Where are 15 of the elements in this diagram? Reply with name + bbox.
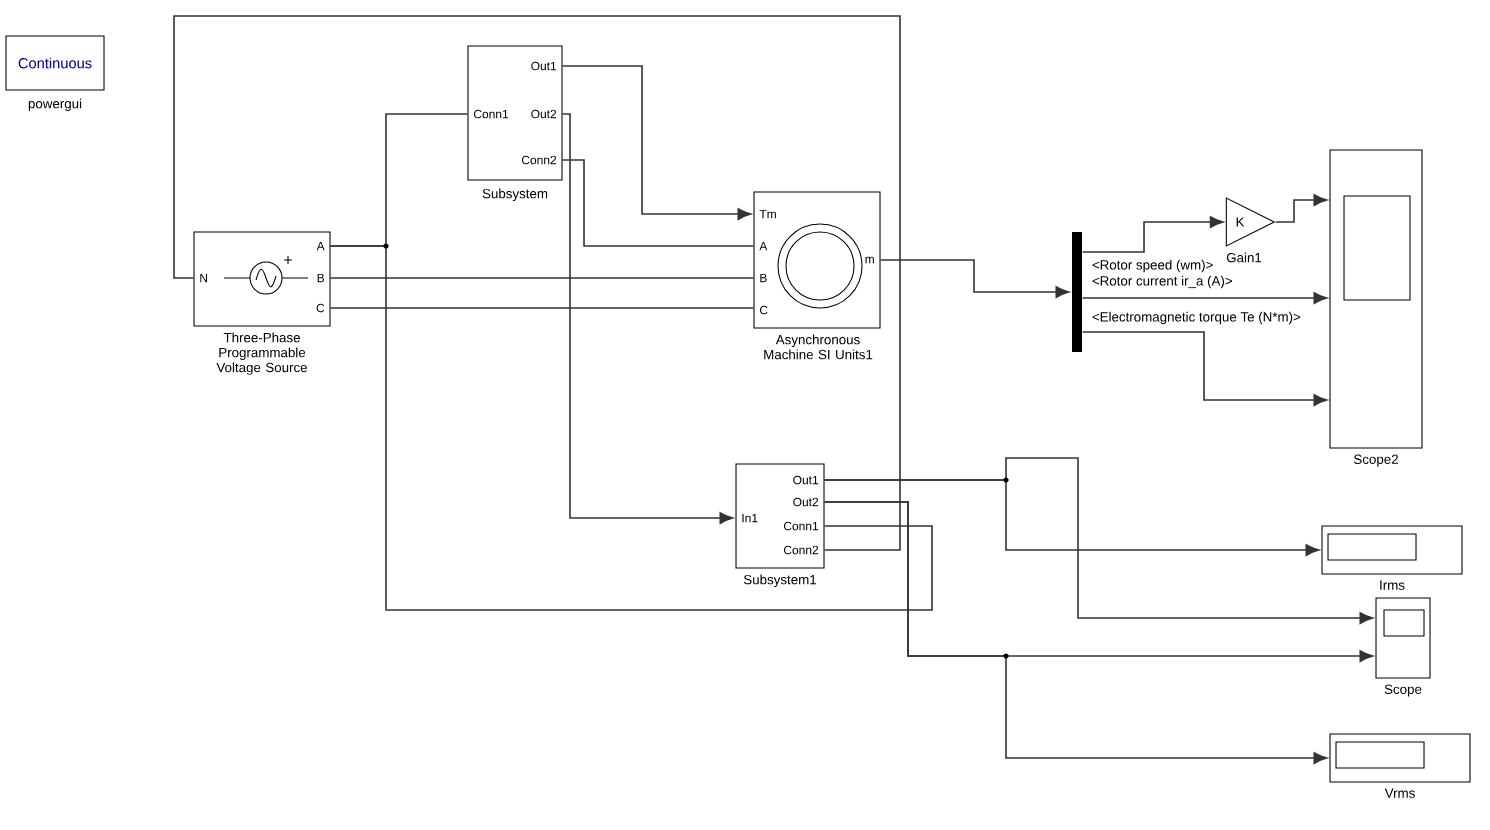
signal-line [561, 65, 752, 220]
bus-selector-bar [1072, 232, 1082, 352]
signal-line [823, 501, 1328, 764]
signal-line [879, 259, 1070, 298]
signal-line [1274, 194, 1328, 223]
signal-line [329, 307, 755, 309]
signal-line [329, 277, 755, 279]
signal-line [329, 245, 933, 611]
signal-line [1081, 331, 1328, 406]
signal-line [561, 159, 755, 247]
signal-line [823, 457, 1374, 624]
signal-line [1081, 216, 1224, 253]
signal-line [561, 113, 734, 524]
signal-line [1081, 292, 1328, 304]
signal-line [173, 15, 901, 551]
